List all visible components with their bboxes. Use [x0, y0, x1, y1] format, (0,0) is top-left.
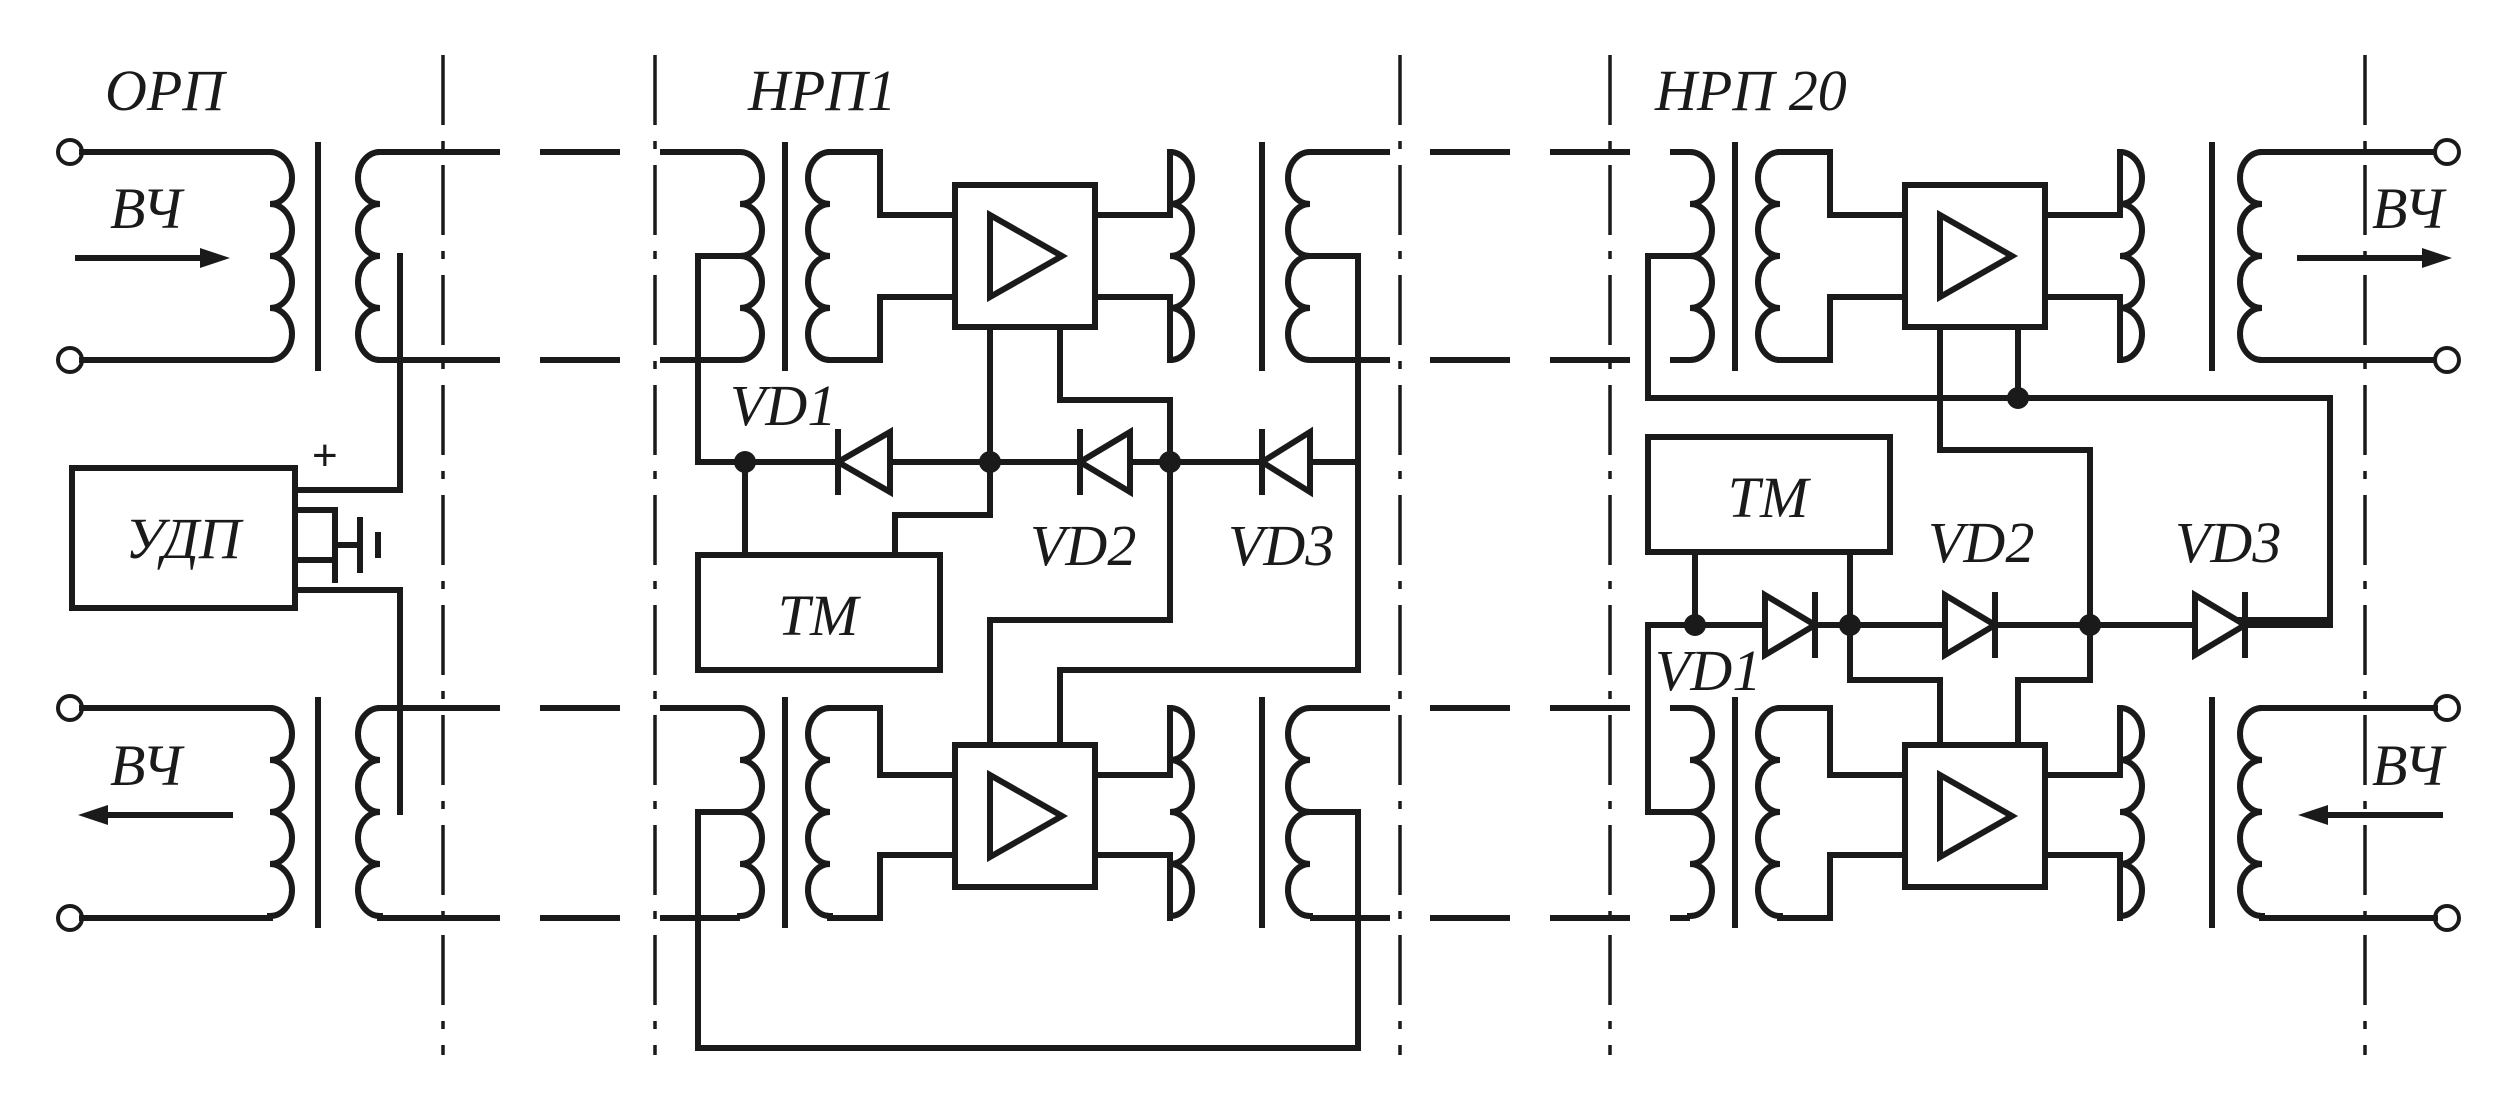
terminal-bot-out-2[interactable] — [56, 904, 84, 932]
amplifier-bottom-nrp1 — [952, 742, 1098, 890]
section-title-orp: ОРП — [105, 58, 227, 123]
amplifier-bottom-nrp20 — [1902, 742, 2048, 890]
hf-label-in-right: ВЧ — [2372, 733, 2447, 798]
section-title-nrp1: НРП1 — [747, 58, 896, 123]
nrp1-line-transformer-bottom-out — [1092, 697, 1314, 928]
tm-block-nrp1 — [695, 552, 943, 673]
cable-nrp1-nrp20 — [1310, 149, 1690, 921]
udp-label: УДП — [125, 506, 244, 571]
tm-label-nrp1: ТМ — [778, 583, 861, 648]
terminal-top-in-2[interactable] — [56, 346, 84, 374]
diode-vd1-icon — [1762, 589, 1821, 661]
tm-label-nrp20: ТМ — [1728, 465, 1811, 530]
nrp1-line-transformer-top-out — [1092, 142, 1314, 371]
polarity-plus: + — [312, 431, 338, 480]
terminal-bot-in-1[interactable] — [2433, 694, 2461, 722]
diode-label-vd3-nrp1: VD3 — [1228, 513, 1334, 578]
cable-orp-nrp1 — [420, 149, 740, 921]
nrp20-line-transformer-top-in — [1686, 142, 1908, 371]
diode-label-vd1-nrp20: VD1 — [1655, 638, 1761, 703]
section-title-nrp20: НРП 20 — [1654, 58, 1847, 123]
nrp1-bottom-loop — [695, 809, 1361, 1051]
nrp1-line-transformer-bottom-in — [736, 697, 958, 928]
diode-vd1-icon — [831, 426, 893, 498]
diode-vd2-icon — [1942, 589, 2001, 661]
nrp1-tm-block: ТМ — [695, 459, 993, 673]
nrp20-hf-in-arrow: ВЧ — [2298, 733, 2447, 825]
diode-label-vd1-nrp1: VD1 — [730, 373, 836, 438]
diode-vd3-icon — [2192, 589, 2251, 661]
nrp20-amplifier-top — [1902, 182, 2048, 330]
terminal-bot-in-2[interactable] — [2433, 904, 2461, 932]
amplifier-triangle-icon — [987, 209, 1069, 303]
hf-label-out-right: ВЧ — [2372, 176, 2447, 241]
amplifier-top-nrp20 — [1902, 182, 2048, 330]
nrp1-feed-left-top — [695, 253, 748, 465]
amplifier-triangle-icon — [1937, 769, 2019, 863]
udp-feed: УДП + — [69, 253, 403, 815]
nrp20-line-transformer-top-out — [2042, 142, 2438, 371]
amplifier-triangle-icon — [987, 769, 1069, 863]
orp-hf-in-arrow: ВЧ — [75, 176, 230, 268]
nrp20-amplifier-bottom — [1902, 742, 2048, 890]
nrp20-hf-out-arrow: ВЧ — [2297, 176, 2452, 268]
diode-label-vd2-nrp20: VD2 — [1928, 510, 2034, 575]
terminal-top-out-1[interactable] — [2433, 138, 2461, 166]
terminal-bot-out-1[interactable] — [56, 694, 84, 722]
tm-block-nrp20 — [1645, 434, 1893, 555]
section-separators — [441, 55, 2367, 1055]
terminal-top-in-1[interactable] — [56, 138, 84, 166]
nrp1-diode-chain: VD1 VD2 VD3 — [730, 373, 1334, 578]
nrp1-amplifier-bottom — [952, 742, 1098, 890]
amplifier-triangle-icon — [1937, 209, 2019, 303]
diode-vd3-icon — [1256, 426, 1313, 498]
nrp20-line-transformer-bottom-out — [2042, 697, 2438, 928]
orp-terminals — [56, 138, 273, 932]
diode-label-vd3-nrp20: VD3 — [2175, 510, 2281, 575]
hf-label-out-left: ВЧ — [110, 733, 185, 798]
nrp1-amplifier-top — [952, 182, 1098, 330]
nrp20-feed-top — [1645, 253, 2333, 623]
nrp20-amp-power-top — [1937, 324, 2093, 623]
nrp20-right-terminals — [2433, 138, 2461, 932]
udp-block — [69, 465, 298, 611]
amplifier-top-nrp1 — [952, 182, 1098, 330]
nrp20-tm-block: ТМ — [1645, 434, 1893, 628]
terminal-top-out-2[interactable] — [2433, 346, 2461, 374]
hf-label-in-left: ВЧ — [110, 176, 185, 241]
diode-vd2-icon — [1074, 426, 1133, 498]
nrp1-line-transformer-top-in — [736, 142, 958, 371]
diode-label-vd2-nrp1: VD2 — [1030, 513, 1136, 578]
orp-hf-out-arrow: ВЧ — [78, 733, 233, 825]
nrp20-line-transformer-bottom-in — [1645, 622, 1908, 928]
